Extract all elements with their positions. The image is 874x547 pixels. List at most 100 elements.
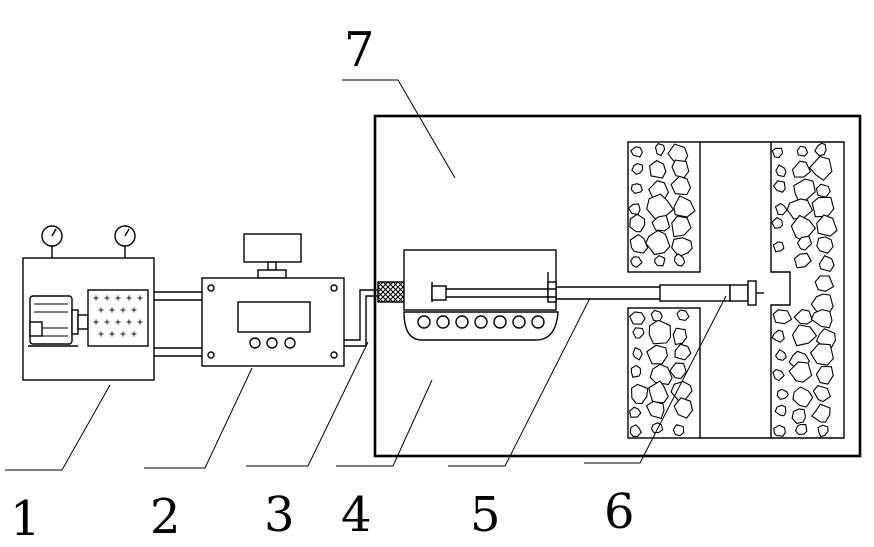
rock	[673, 253, 686, 267]
rock	[793, 309, 814, 325]
controller-knob-1	[249, 337, 261, 349]
component-6-drill-bit	[729, 280, 764, 306]
rock	[771, 147, 784, 159]
rock	[671, 215, 692, 238]
part-labels: 1 2 3 4 5 6 7	[10, 22, 635, 547]
rock	[632, 346, 643, 361]
component-4-crawler-rig	[377, 249, 559, 341]
track-wheels	[417, 315, 545, 329]
rock	[774, 348, 787, 361]
rock	[815, 365, 834, 385]
component-3-hose	[344, 289, 378, 347]
rock	[630, 364, 642, 378]
label-6: 6	[604, 484, 635, 540]
rock	[808, 155, 833, 181]
rock	[814, 275, 835, 292]
rock	[631, 383, 649, 405]
controller-knob-2	[266, 337, 278, 349]
rock	[649, 159, 667, 179]
rock	[673, 195, 696, 218]
rock	[648, 380, 669, 404]
track-wheel	[493, 315, 507, 329]
track-wheel	[455, 315, 469, 329]
rock	[796, 145, 809, 157]
rock	[649, 363, 673, 386]
rock	[794, 423, 808, 435]
motor-icon	[28, 295, 89, 347]
leader-lines	[5, 79, 727, 471]
rock	[774, 404, 787, 417]
track-wheel	[474, 315, 488, 329]
rock	[791, 408, 807, 425]
track-wheel	[512, 315, 526, 329]
rock	[772, 241, 785, 253]
rock	[630, 146, 644, 158]
rock	[796, 235, 813, 251]
label-5: 5	[470, 487, 501, 543]
pressure-gauge-right-icon	[114, 225, 136, 258]
rock	[776, 388, 789, 400]
pipes-1-to-2	[154, 291, 202, 357]
rock	[650, 422, 664, 434]
rock	[810, 309, 833, 329]
rock	[674, 343, 692, 361]
rock	[632, 327, 645, 339]
rock	[817, 424, 829, 438]
rock	[628, 311, 646, 325]
rock	[654, 143, 666, 157]
component-1-power-unit	[22, 225, 155, 381]
component-2-controller	[201, 233, 345, 367]
rock	[629, 233, 649, 254]
monitor-icon	[243, 233, 302, 279]
controller-display	[237, 301, 311, 333]
rock	[792, 386, 814, 408]
plus-pattern	[93, 295, 143, 337]
pressure-gauge-left-icon	[41, 225, 63, 258]
rock	[631, 163, 644, 175]
rock	[788, 361, 813, 383]
rock	[791, 160, 812, 178]
rock	[809, 343, 835, 366]
rock	[630, 183, 643, 195]
rock	[772, 309, 793, 325]
rock	[669, 362, 687, 380]
label-3: 3	[264, 487, 295, 543]
rock	[650, 309, 663, 323]
rock	[628, 406, 642, 418]
label-2: 2	[150, 489, 181, 545]
rock	[816, 214, 838, 237]
rock	[775, 164, 787, 178]
label-7: 7	[344, 22, 375, 78]
rock	[673, 397, 694, 419]
rock	[772, 368, 785, 382]
rock	[772, 180, 786, 193]
rock	[645, 229, 671, 256]
rock	[630, 256, 643, 268]
rock	[670, 175, 692, 196]
rock	[791, 324, 818, 347]
rock	[672, 424, 685, 437]
track-wheel	[417, 315, 431, 329]
rock	[654, 254, 666, 267]
rock	[774, 202, 788, 216]
rock	[818, 255, 835, 273]
rock	[629, 213, 646, 233]
rock	[671, 237, 693, 258]
rock	[646, 344, 668, 365]
rock	[648, 319, 672, 345]
rock	[771, 216, 784, 229]
label-1: 1	[10, 491, 41, 547]
rock	[812, 384, 832, 403]
controller-knob-3	[284, 337, 296, 349]
rock	[773, 424, 786, 437]
rock	[645, 400, 665, 420]
track-wheel	[531, 315, 545, 329]
rock	[793, 252, 812, 269]
track-wheel	[436, 315, 450, 329]
rock	[814, 142, 827, 157]
label-4: 4	[341, 487, 372, 543]
rock	[816, 236, 834, 254]
braided-hose-icon	[377, 281, 405, 303]
rock	[811, 403, 831, 423]
